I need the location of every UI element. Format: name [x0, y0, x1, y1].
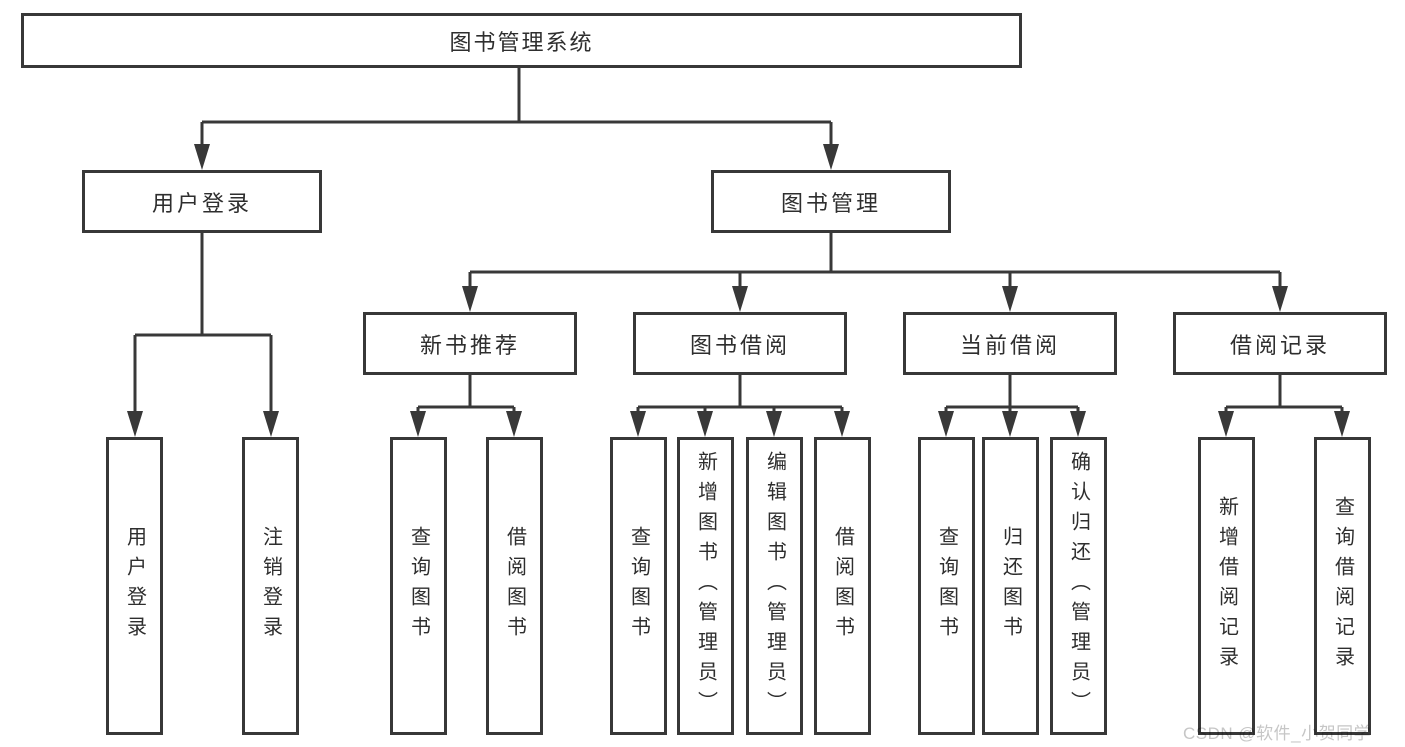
csdn-watermark: CSDN @软件_小贺同学: [1183, 724, 1372, 743]
leaf-borrow-book-recommend: 借阅图书: [486, 437, 543, 735]
node-root-system: 图书管理系统: [21, 13, 1022, 68]
leaf-add-book-admin: 新增图书（管理员）: [677, 437, 734, 735]
leaf-logout: 注销登录: [242, 437, 299, 735]
leaf-add-borrow-record: 新增借阅记录: [1198, 437, 1255, 735]
node-borrowing-records: 借阅记录: [1173, 312, 1387, 375]
node-current-borrowing: 当前借阅: [903, 312, 1117, 375]
leaf-edit-book-admin: 编辑图书（管理员）: [746, 437, 803, 735]
leaf-return-book: 归还图书: [982, 437, 1039, 735]
leaf-query-book-current: 查询图书: [918, 437, 975, 735]
leaf-user-login: 用户登录: [106, 437, 163, 735]
leaf-query-borrow-record: 查询借阅记录: [1314, 437, 1371, 735]
leaf-query-book-recommend: 查询图书: [390, 437, 447, 735]
leaf-confirm-return-admin: 确认归还（管理员）: [1050, 437, 1107, 735]
arrowhead-group: [127, 144, 1350, 437]
node-book-management: 图书管理: [711, 170, 951, 233]
leaf-query-book-borrowing: 查询图书: [610, 437, 667, 735]
node-book-borrowing: 图书借阅: [633, 312, 847, 375]
node-user-login: 用户登录: [82, 170, 322, 233]
leaf-borrow-book: 借阅图书: [814, 437, 871, 735]
node-new-book-recommend: 新书推荐: [363, 312, 577, 375]
